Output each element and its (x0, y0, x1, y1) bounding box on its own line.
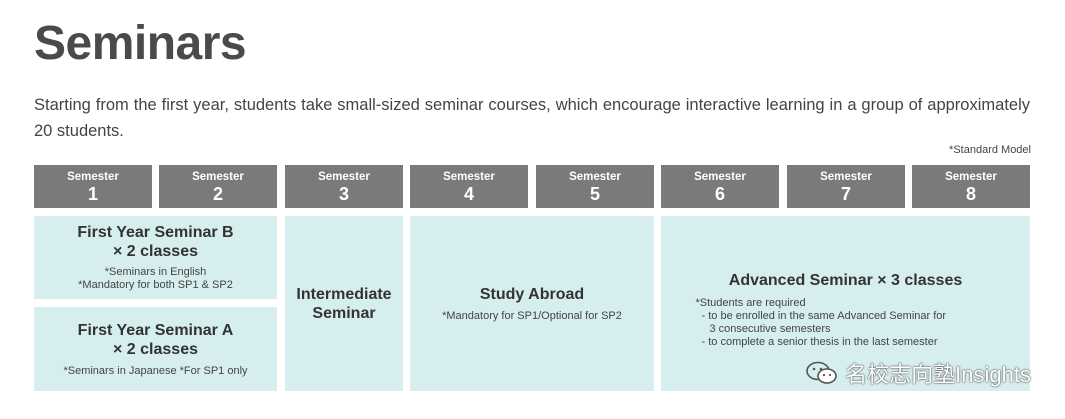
semester-number: 8 (965, 184, 976, 204)
watermark-text: 名校志向塾Insights (845, 362, 1031, 387)
semester-number: 4 (463, 184, 474, 204)
block-title: Seminar (312, 304, 376, 322)
semester-number: 3 (338, 184, 349, 204)
watermark: 名校志向塾Insights (805, 357, 1031, 389)
block-title: Study Abroad (479, 285, 585, 303)
semester-header-1: Semester 1 (34, 165, 152, 208)
semester-header-2: Semester 2 (159, 165, 277, 208)
block-title: First Year Seminar B (77, 224, 234, 241)
semester-label: Semester (443, 171, 495, 183)
block-note: *Mandatory for SP1/Optional for SP2 (442, 309, 622, 322)
advanced-notes: *Students are required - to be enrolled … (696, 297, 996, 349)
semester-number: 2 (212, 184, 223, 204)
semester-label: Semester (945, 171, 997, 183)
block-note: *Seminars in English (104, 266, 207, 278)
block-note: *Students are required (695, 297, 806, 309)
semester-header-3: Semester 3 (285, 165, 403, 208)
semester-header-7: Semester 7 (787, 165, 905, 208)
advanced-seminar-block: Advanced Seminar × 3 classes *Students a… (661, 216, 1030, 391)
block-title-count: × 2 classes (113, 243, 198, 260)
standard-model-note: *Standard Model (949, 144, 1031, 156)
semester-header-8: Semester 8 (912, 165, 1030, 208)
first-year-seminar-a-block: First Year Seminar A × 2 classes *Semina… (34, 307, 277, 391)
study-abroad-block: Study Abroad *Mandatory for SP1/Optional… (410, 216, 654, 391)
semester-number: 5 (589, 184, 600, 204)
block-title: Intermediate (296, 285, 392, 303)
block-note: - to complete a senior thesis in the las… (701, 336, 938, 348)
block-note: *Mandatory for both SP1 & SP2 (78, 279, 233, 291)
semester-header-5: Semester 5 (536, 165, 654, 208)
semester-label: Semester (318, 171, 370, 183)
semester-number: 6 (714, 184, 725, 204)
page-title: Seminars (34, 17, 247, 70)
block-note: 3 consecutive semesters (709, 323, 831, 335)
wechat-icon (806, 361, 837, 384)
first-year-seminar-b-block: First Year Seminar B × 2 classes *Semina… (34, 216, 277, 299)
intro-text: Starting from the first year, students t… (34, 96, 1030, 140)
semester-header-6: Semester 6 (661, 165, 779, 208)
semester-header-4: Semester 4 (410, 165, 528, 208)
semester-label: Semester (694, 171, 746, 183)
semester-label: Semester (67, 171, 119, 183)
semester-label: Semester (192, 171, 244, 183)
semester-label: Semester (569, 171, 621, 183)
block-title: Advanced Seminar × 3 classes (728, 272, 963, 289)
block-note: *Seminars in Japanese *For SP1 only (63, 364, 248, 377)
block-note: - to be enrolled in the same Advanced Se… (701, 310, 947, 322)
semester-number: 1 (87, 184, 98, 204)
intermediate-seminar-block: Intermediate Seminar (285, 216, 403, 391)
block-title-count: × 2 classes (113, 340, 198, 358)
block-title: First Year Seminar A (77, 321, 234, 339)
semester-label: Semester (820, 171, 872, 183)
semester-number: 7 (840, 184, 851, 204)
